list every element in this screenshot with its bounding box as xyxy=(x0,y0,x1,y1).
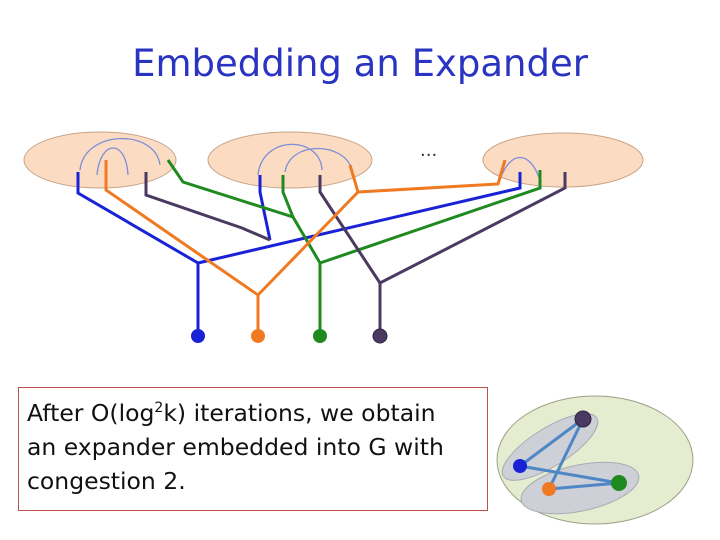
inset-edge-purple-orange xyxy=(547,418,585,490)
inset-expander xyxy=(496,395,694,525)
inner-arc-middle-2 xyxy=(284,148,353,173)
inner-arc-middle-1 xyxy=(257,143,323,176)
path-orange-1 xyxy=(104,160,260,333)
inset-node-green xyxy=(611,475,627,491)
node-blue xyxy=(191,329,205,343)
path-green-2 xyxy=(281,175,295,218)
inset-edge-orange-green xyxy=(548,481,620,491)
node-orange xyxy=(251,329,265,343)
path-blue-1 xyxy=(76,172,200,333)
inset-node-orange xyxy=(542,482,556,496)
path-purple-3 xyxy=(379,172,567,285)
inset-node-blue xyxy=(513,459,527,473)
inset-edge-blue-green xyxy=(519,464,620,485)
inner-arc-right xyxy=(499,156,541,181)
path-purple-2 xyxy=(318,175,382,333)
inset-edge-blue-purple xyxy=(519,417,584,468)
caption-line-1-end: k) iterations, we obtain xyxy=(163,399,436,427)
caption-line-2: an expander embedded into G with xyxy=(27,433,444,461)
ellipsis-label: ... xyxy=(420,140,437,161)
node-purple xyxy=(372,328,388,344)
path-purple-1 xyxy=(144,172,271,242)
caption-line-3: congestion 2. xyxy=(27,467,186,495)
caption-superscript: 2 xyxy=(154,400,164,417)
cluster-right xyxy=(482,132,644,188)
inner-arc-left-1 xyxy=(79,137,161,171)
node-green xyxy=(313,329,327,343)
caption-box: After O(log2k) iterations, we obtain an … xyxy=(18,387,488,511)
inset-node-purple xyxy=(574,410,592,428)
inset-group-bottom xyxy=(520,461,640,515)
caption-line-1: After O(log2k) iterations, we obtain xyxy=(27,396,479,430)
slide-title: Embedding an Expander xyxy=(132,42,588,85)
path-orange-3 xyxy=(357,159,507,194)
caption-line-1-start: After O(log xyxy=(27,399,155,427)
path-blue-2 xyxy=(258,175,272,241)
path-green-3 xyxy=(319,170,542,265)
inner-arc-left-2 xyxy=(96,147,129,176)
